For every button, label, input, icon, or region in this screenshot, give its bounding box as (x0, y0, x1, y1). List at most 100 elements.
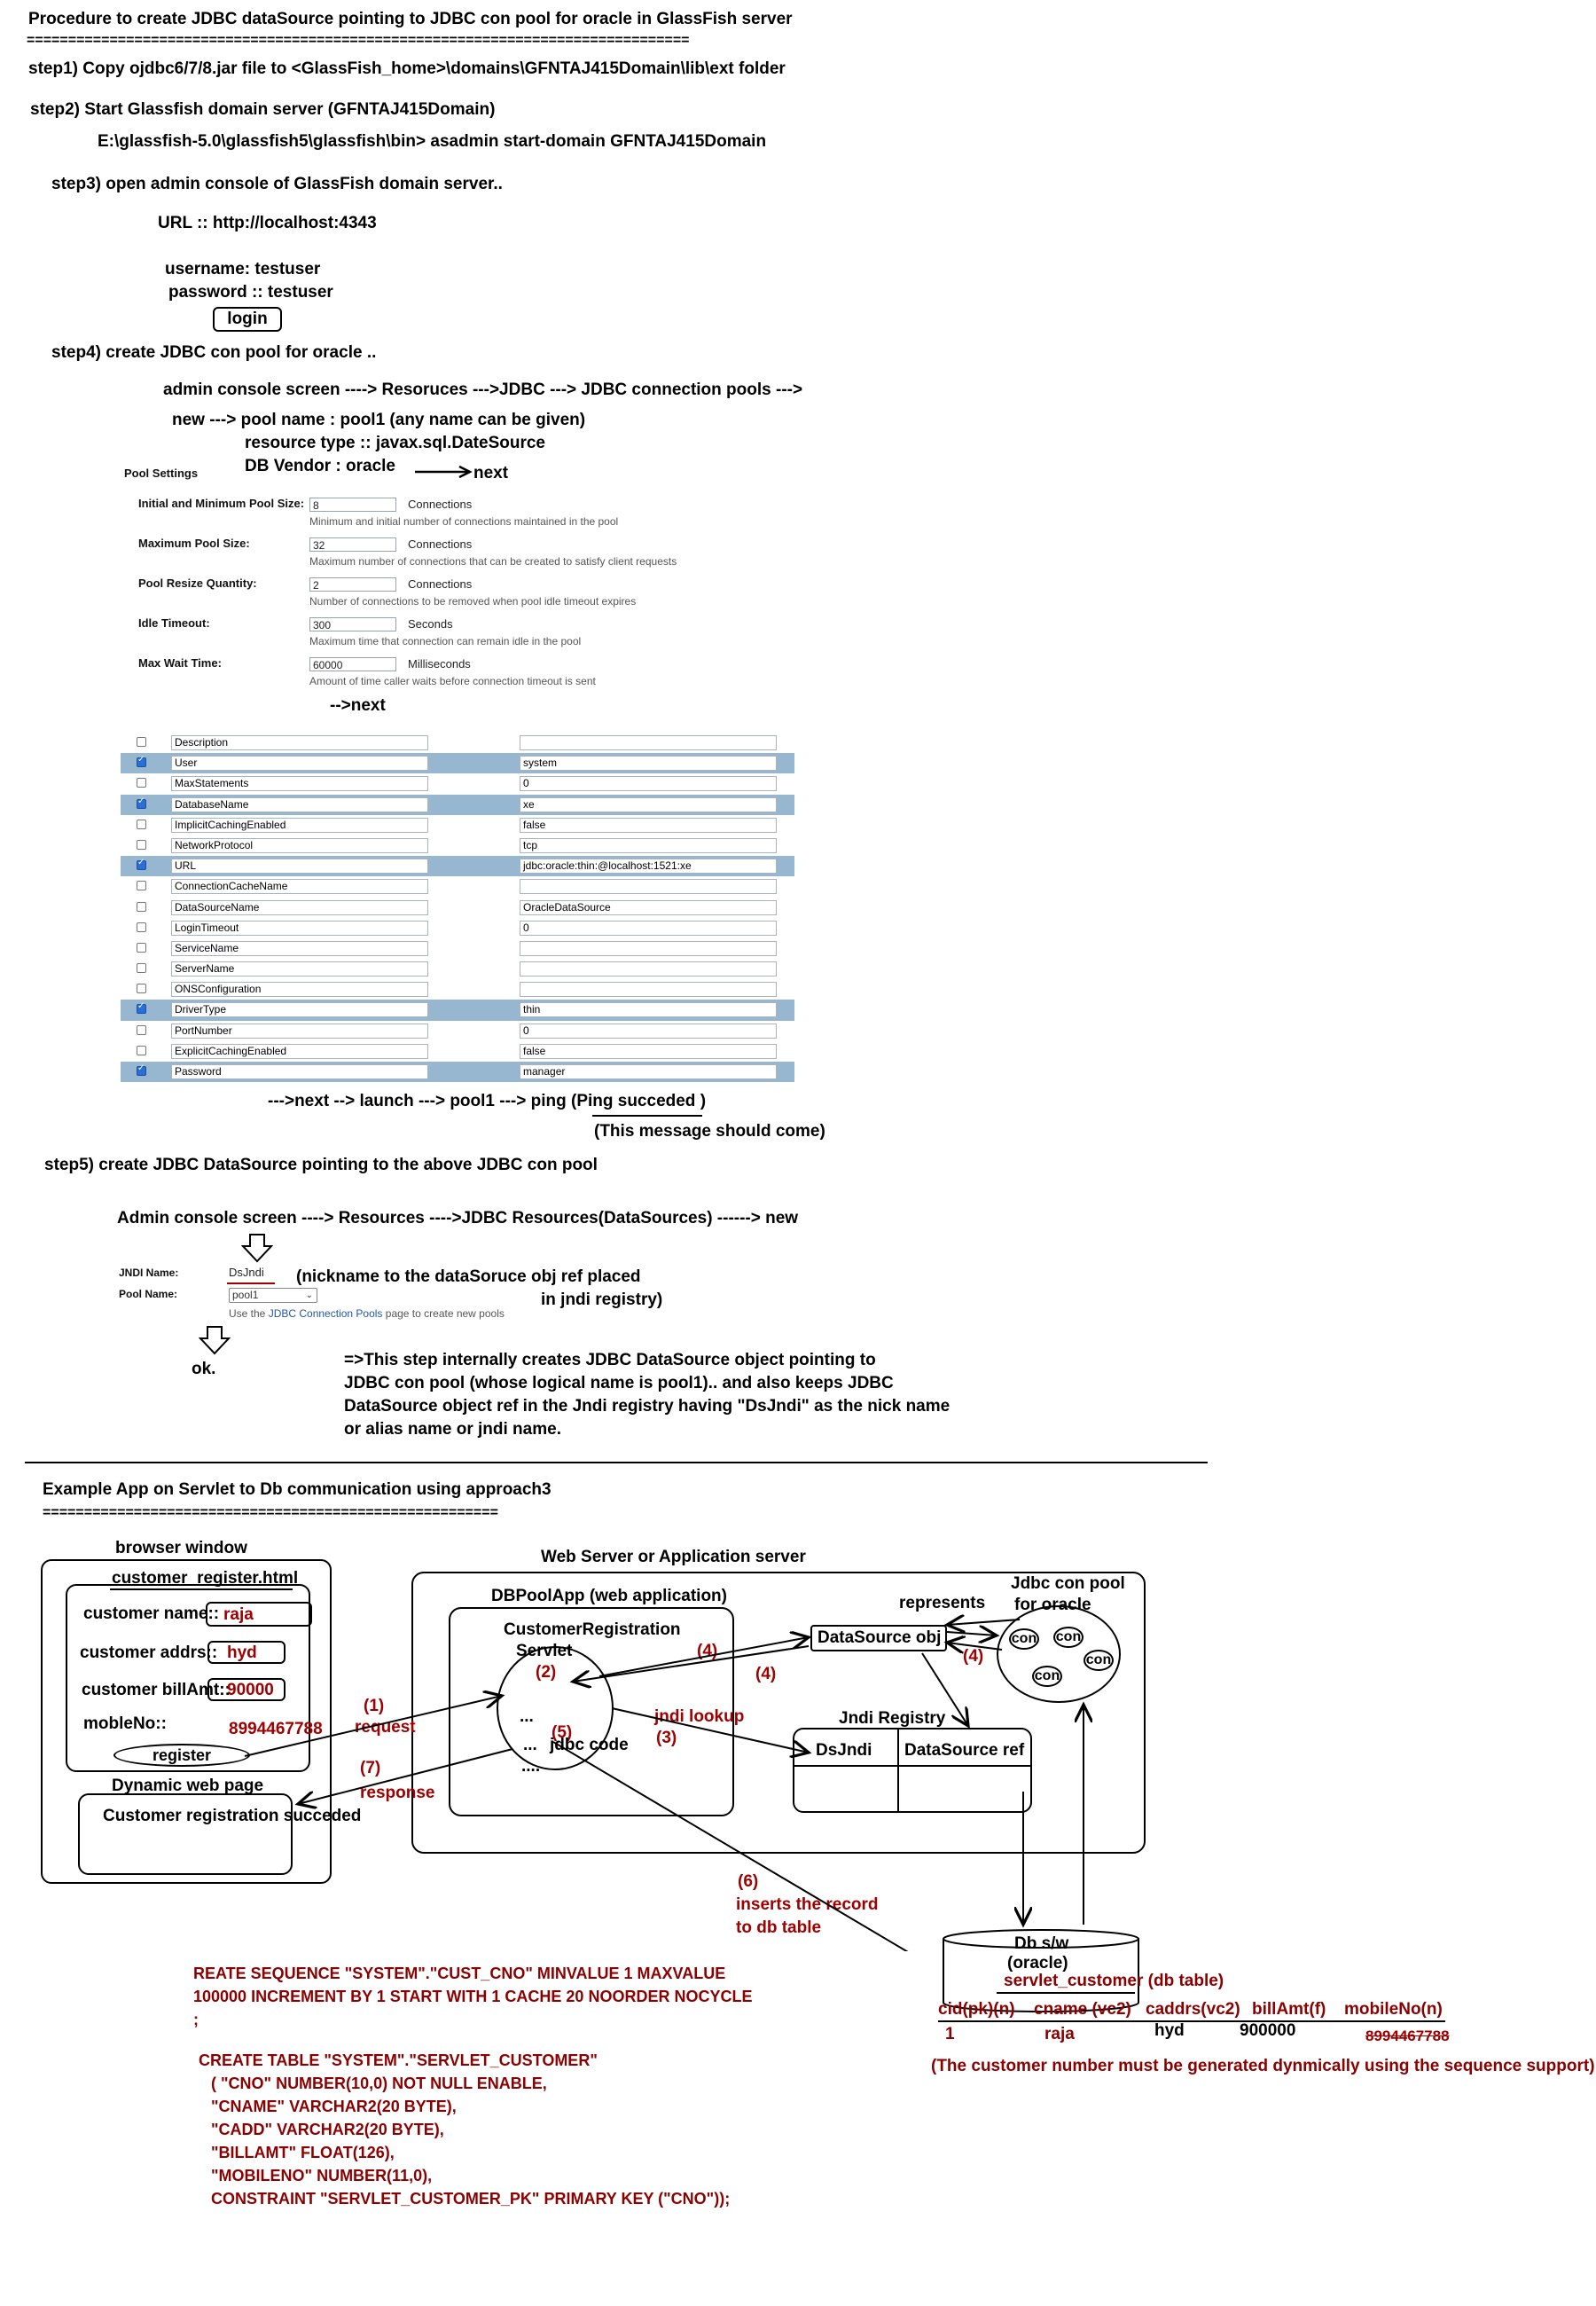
customer-addrs-input[interactable] (207, 1641, 286, 1664)
property-value[interactable]: 0 (520, 920, 777, 936)
row-checkbox[interactable] (137, 963, 146, 974)
datasource-obj-label: DataSource obj (818, 1628, 942, 1647)
cell-caddrs: hyd (1154, 2021, 1185, 2040)
property-value[interactable]: jdbc:oracle:thin:@localhost:1521:xe (520, 859, 777, 875)
row-checkbox[interactable] (137, 858, 146, 871)
property-value[interactable]: thin (520, 1002, 777, 1018)
sequence-note: (The customer number must be generated d… (931, 2057, 1595, 2075)
property-name[interactable]: PortNumber (171, 1023, 428, 1039)
property-value[interactable]: 0 (520, 1023, 777, 1039)
insert-label-2: to db table (736, 1918, 822, 1937)
row-checkbox[interactable] (137, 1063, 146, 1076)
customer-name-label: customer name:: (83, 1604, 220, 1623)
login-password: password :: testuser (168, 283, 333, 302)
step3-text: step3) open admin console of GlassFish d… (51, 175, 503, 193)
property-name[interactable]: ImplicitCachingEnabled (171, 817, 428, 833)
property-value[interactable]: tcp (520, 837, 777, 853)
property-name[interactable]: NetworkProtocol (171, 837, 428, 853)
title-rule: ========================================… (27, 33, 690, 48)
table-row: LoginTimeout 0 (121, 918, 794, 938)
servlet-dots-1: ... (520, 1707, 534, 1726)
row-checkbox[interactable] (137, 942, 146, 953)
pool-name-select[interactable]: pool1 ⌄ (229, 1288, 317, 1303)
jdbc-code-label: jdbc code (550, 1736, 629, 1754)
property-value[interactable] (520, 735, 777, 750)
column-billamt: billAmt(f) (1252, 2000, 1326, 2019)
property-name[interactable]: DataSourceName (171, 899, 428, 915)
pool-hint: Use the JDBC Connection Pools page to cr… (229, 1307, 505, 1321)
row-checkbox[interactable] (137, 755, 146, 768)
response-label: response (360, 1784, 435, 1802)
row-checkbox[interactable] (137, 1045, 146, 1055)
property-value[interactable]: false (520, 817, 777, 833)
row-checkbox[interactable] (137, 819, 146, 829)
max-pool-size-input[interactable]: 32 (309, 537, 396, 552)
row-checkbox[interactable] (137, 839, 146, 850)
row-checkbox[interactable] (137, 1001, 146, 1015)
max-wait-input[interactable]: 60000 (309, 657, 396, 671)
step4-text: step4) create JDBC con pool for oracle .… (51, 343, 377, 362)
property-name[interactable]: Password (171, 1064, 428, 1079)
property-name[interactable]: ONSConfiguration (171, 982, 428, 998)
sql-table-5: "BILLAMT" FLOAT(126), (211, 2144, 395, 2161)
property-name[interactable]: URL (171, 859, 428, 875)
row-checkbox[interactable] (137, 922, 146, 932)
property-name[interactable]: LoginTimeout (171, 920, 428, 936)
property-value[interactable] (520, 940, 777, 956)
customer-bill-input[interactable] (207, 1678, 286, 1701)
property-name[interactable]: ServerName (171, 961, 428, 977)
cell-billamt: 900000 (1240, 2021, 1296, 2040)
pool-hint-post: page to create new pools (382, 1307, 505, 1320)
customer-name-input[interactable] (206, 1602, 312, 1627)
explain-line-3: DataSource object ref in the Jndi regist… (344, 1397, 951, 1416)
property-name[interactable]: ConnectionCacheName (171, 879, 428, 895)
row-checkbox[interactable] (137, 796, 146, 809)
login-button[interactable]: login (213, 307, 282, 332)
mobile-label: mobleNo:: (83, 1714, 167, 1733)
property-value[interactable]: manager (520, 1064, 777, 1079)
property-value[interactable]: xe (520, 796, 777, 812)
row-checkbox[interactable] (137, 881, 146, 891)
initial-pool-size-input[interactable]: 8 (309, 498, 396, 512)
customer-bill-label: customer billAmt:: (82, 1681, 231, 1699)
property-value[interactable] (520, 879, 777, 895)
table-row: ExplicitCachingEnabled false (121, 1041, 794, 1062)
page-title: Procedure to create JDBC dataSource poin… (28, 10, 793, 28)
idle-timeout-input[interactable]: 300 (309, 617, 396, 631)
step4-next: next (473, 464, 509, 482)
property-value[interactable]: 0 (520, 776, 777, 792)
jndi-name-value[interactable]: DsJndi (229, 1266, 264, 1279)
row-checkbox[interactable] (137, 1024, 146, 1035)
property-name[interactable]: ServiceName (171, 940, 428, 956)
property-name[interactable]: DriverType (171, 1002, 428, 1018)
property-value[interactable] (520, 982, 777, 998)
property-name[interactable]: MaxStatements (171, 776, 428, 792)
login-username: username: testuser (165, 260, 321, 278)
diagram-arrows (244, 1508, 1596, 1951)
row-checkbox[interactable] (137, 984, 146, 994)
insert-label-1: inserts the record (736, 1895, 879, 1914)
row-checkbox[interactable] (137, 737, 146, 747)
sql-table-3: "CNAME" VARCHAR2(20 BYTE), (211, 2098, 457, 2115)
jndi-note-1: (nickname to the dataSoruce obj ref plac… (296, 1267, 641, 1286)
property-value[interactable]: system (520, 756, 777, 772)
jdbc-pools-link[interactable]: JDBC Connection Pools (268, 1307, 383, 1320)
property-name[interactable]: DatabaseName (171, 796, 428, 812)
next-arrow-icon (415, 465, 473, 479)
table-row: ONSConfiguration (121, 979, 794, 1000)
property-value[interactable]: OracleDataSource (520, 899, 777, 915)
row-checkbox[interactable] (137, 901, 146, 912)
column-caddrs: caddrs(vc2) (1146, 2000, 1240, 2019)
property-name[interactable]: User (171, 756, 428, 772)
cell-cid: 1 (945, 2025, 955, 2043)
initial-pool-size-label: Initial and Minimum Pool Size: (138, 497, 305, 510)
property-value[interactable]: false (520, 1043, 777, 1059)
pool-resize-input[interactable]: 2 (309, 577, 396, 592)
property-name[interactable]: Description (171, 735, 428, 750)
servlet-step-2: (2) (536, 1663, 557, 1682)
step-4-b: (4) (755, 1665, 777, 1683)
sql-table-6: "MOBILENO" NUMBER(11,0), (211, 2167, 433, 2184)
property-value[interactable] (520, 961, 777, 977)
property-name[interactable]: ExplicitCachingEnabled (171, 1043, 428, 1059)
row-checkbox[interactable] (137, 778, 146, 788)
